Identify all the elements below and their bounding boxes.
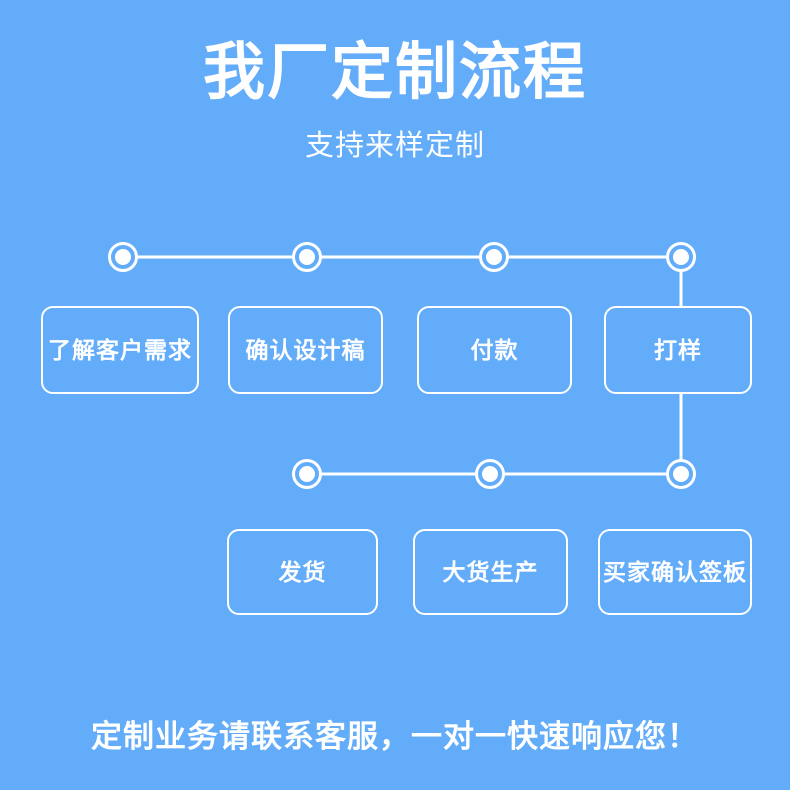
flow-node-step-3[interactable]: 付款 (417, 306, 572, 394)
flow-node-step-5[interactable]: 买家确认签板 (598, 529, 752, 615)
flow-node-step-1[interactable]: 了解客户需求 (41, 306, 199, 394)
flow-node-label: 打样 (654, 336, 702, 363)
flow-node-step-7[interactable]: 发货 (227, 529, 378, 615)
flow-dot-step-4[interactable] (666, 242, 696, 272)
flow-node-label: 买家确认签板 (603, 558, 747, 585)
flow-dot-step-7[interactable] (292, 459, 322, 489)
flow-node-label: 了解客户需求 (48, 336, 192, 363)
flow-node-label: 大货生产 (442, 558, 539, 585)
flow-node-label: 付款 (470, 336, 519, 363)
flow-node-step-4[interactable]: 打样 (604, 306, 752, 394)
flow-dot-step-3[interactable] (479, 242, 509, 272)
flow-node-label: 确认设计稿 (245, 336, 366, 363)
flow-dot-step-6[interactable] (475, 459, 505, 489)
footer-cta-text: 定制业务请联系客服，一对一快速响应您！ (91, 719, 699, 754)
flow-node-step-2[interactable]: 确认设计稿 (228, 306, 383, 394)
flow-dot-step-1[interactable] (108, 242, 138, 272)
flow-node-step-6[interactable]: 大货生产 (413, 529, 568, 615)
page-title: 我厂定制流程 (202, 38, 587, 107)
flow-dot-step-5[interactable] (666, 459, 696, 489)
flow-dot-step-2[interactable] (292, 242, 322, 272)
flow-node-label: 发货 (278, 558, 327, 585)
page-subtitle: 支持来样定制 (304, 130, 485, 162)
